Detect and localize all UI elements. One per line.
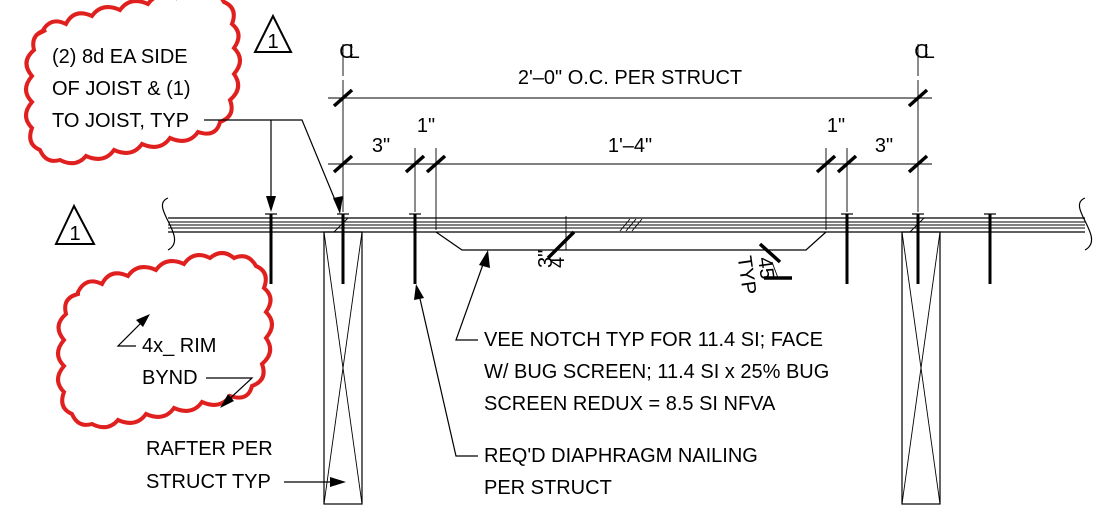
dim-right-edge: 3" (875, 135, 893, 157)
note-rim: 4x_ RIM BYND (116, 314, 254, 408)
note-rim-line1: 4x_ RIM (142, 335, 216, 357)
note-diaphragm-line2: PER STRUCT (484, 477, 612, 499)
dim-notch-depth-num: 3" (535, 250, 557, 268)
revision-cloud-bottom (56, 251, 274, 430)
revision-delta-number-left: 1 (69, 223, 80, 245)
dim-notch-depth: 3" 4 (535, 250, 569, 268)
centerline-symbol-right: CL (914, 41, 934, 63)
note-nailing-line2: OF JOIST & (1) (52, 78, 191, 100)
centerline-left: CL (339, 41, 365, 76)
rafter-right (901, 231, 941, 505)
revision-cloud-top (24, 0, 242, 166)
dim-left-edge: 3" (372, 135, 390, 157)
note-nailing: (2) 8d EA SIDE OF JOIST & (1) TO JOIST, … (52, 46, 343, 214)
note-rafter-line2: STRUCT TYP (146, 471, 271, 493)
note-vee-notch-line1: VEE NOTCH TYP FOR 11.4 SI; FACE (484, 329, 823, 351)
centerline-symbol-left: CL (339, 41, 359, 63)
note-diaphragm: REQ'D DIAPHRAGM NAILING PER STRUCT (414, 284, 758, 499)
dim-notch-angle-value: 45 (753, 256, 778, 281)
revision-delta-top: 1 (253, 13, 293, 53)
dim-overall: 2'–0" O.C. PER STRUCT (518, 67, 742, 89)
note-nailing-line3: TO JOIST, TYP (52, 110, 189, 132)
note-rafter: RAFTER PER STRUCT TYP (146, 438, 346, 493)
note-rim-line2: BYND (142, 367, 198, 389)
dim-notch-angle-label: TYP (733, 254, 760, 296)
note-vee-notch-line2: W/ BUG SCREEN; 11.4 SI x 25% BUG (484, 361, 829, 383)
nails (265, 213, 996, 284)
revision-delta-left: 1 (54, 203, 96, 245)
dim-right-gap: 1" (827, 115, 845, 137)
revision-delta-number-top: 1 (267, 31, 278, 53)
centerline-right: CL (914, 41, 940, 76)
dim-notch-angle: 45 TYP (733, 254, 778, 296)
dim-notch-depth-den: 4 (547, 257, 569, 268)
vee-notch (435, 231, 827, 251)
dim-center: 1'–4" (608, 135, 652, 157)
dim-left-gap: 1" (417, 115, 435, 137)
note-diaphragm-line1: REQ'D DIAPHRAGM NAILING (484, 445, 758, 467)
rim-joist (161, 197, 1093, 251)
note-rafter-line1: RAFTER PER (146, 438, 273, 460)
dimension-lines (328, 80, 932, 280)
note-vee-notch-line3: SCREEN REDUX = 8.5 SI NFVA (484, 393, 776, 415)
note-vee-notch: VEE NOTCH TYP FOR 11.4 SI; FACE W/ BUG S… (455, 250, 829, 415)
note-nailing-line1: (2) 8d EA SIDE (52, 46, 188, 68)
